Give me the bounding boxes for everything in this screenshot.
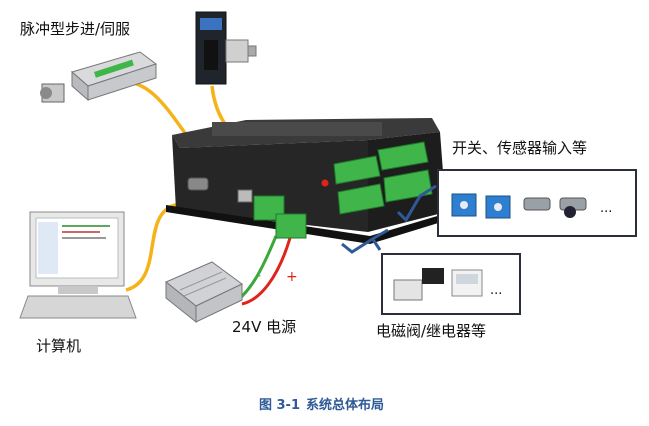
stepper-servo-label: 脉冲型步进/伺服 — [20, 20, 131, 38]
sensor-icon — [451, 193, 587, 219]
servo-motor-icon — [195, 11, 257, 85]
sensors-ellipsis: ... — [600, 201, 612, 216]
figure-number: 图 3-1 — [258, 398, 300, 413]
relay-icon — [451, 269, 483, 297]
sensors-label: 开关、传感器输入等 — [452, 139, 588, 157]
stepper-driver-icon — [40, 51, 158, 103]
power-supply-icon — [165, 261, 243, 324]
polarity-plus-label: + — [286, 269, 298, 285]
valve-relay-label: 电磁阀/继电器等 — [376, 322, 487, 340]
wire-power-positive — [241, 237, 292, 306]
bracket-valves — [341, 228, 389, 254]
controller-icon — [166, 118, 448, 244]
bracket-valves-lower — [370, 237, 382, 251]
computer-label: 计算机 — [36, 337, 82, 355]
valves-ellipsis: ... — [490, 283, 502, 298]
solenoid-valve-icon — [393, 268, 444, 301]
wire-servo-to-controller — [210, 85, 230, 130]
polarity-minus-label: - — [256, 268, 261, 284]
figure-title: 系统总体布局 — [306, 398, 385, 413]
power-supply-label: 24V 电源 — [232, 318, 297, 336]
bracket-sensors — [396, 184, 437, 223]
computer-icon — [19, 211, 137, 319]
figure-caption: 图 3-1 系统总体布局 — [0, 394, 649, 413]
